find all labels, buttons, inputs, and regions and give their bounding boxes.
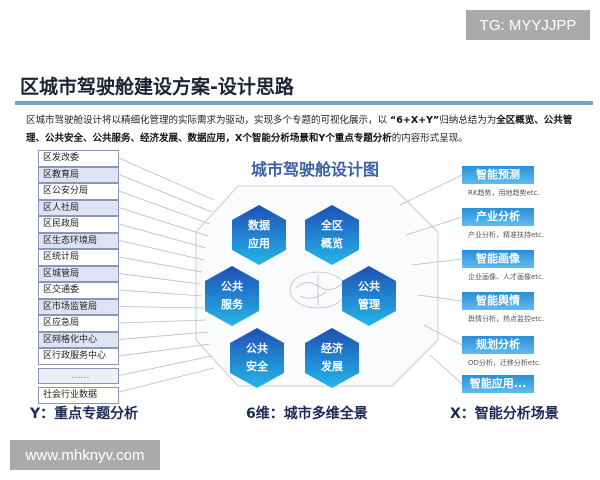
y-label: Y：重点专题分析 (30, 406, 139, 422)
department-item: 区生态环境局 (38, 232, 119, 249)
connector-line (399, 174, 463, 206)
scenario-desc: 舆情分析，热点监控etc. (468, 315, 545, 323)
scenario-label: 智能预测 (462, 166, 534, 184)
scenario-label: 产业分析 (462, 208, 534, 226)
dimension-hex: 经济 发展 (305, 328, 359, 388)
connector-line (118, 289, 203, 297)
scenario-desc: OD分析，迁移分析etc. (468, 359, 542, 367)
page-title: 区城市驾驶舱建设方案-设计思路 (20, 76, 294, 98)
department-item: 区公安分局 (38, 183, 119, 200)
dimension-hex: 公共 服务 (205, 266, 259, 326)
department-item: 区城管局 (38, 265, 119, 282)
department-item: …… (38, 367, 119, 384)
department-item: 区人社局 (38, 199, 119, 216)
connector-line (417, 294, 463, 302)
scenario-desc: 产业分析，精准扶持etc. (468, 231, 545, 239)
x-label: X：智能分析场景 (450, 406, 559, 422)
connector-line (118, 174, 213, 213)
department-item: 区网格化中心 (38, 331, 119, 348)
intro-paragraph: 区城市驾驶舱设计将以精细化管理的实际需求为驱动，实现多个专题的可视化展示，以 “… (26, 115, 573, 144)
connector-line (118, 273, 201, 285)
connector-line (423, 324, 463, 346)
scenario-label: 智能应用... (462, 375, 534, 393)
dimension-hex: 数据 应用 (232, 205, 286, 265)
dimension-hex: 全区 概览 (305, 205, 359, 265)
scenario-desc: 企业画像、人才画像etc. (468, 273, 545, 281)
department-item: 区交通委 (38, 282, 119, 299)
connector-line (411, 258, 463, 266)
connector-line (118, 256, 203, 273)
department-item: 区教育局 (38, 166, 119, 183)
department-list: 区发改委区教育局区公安分局区人社局区民政局区生态环境局区统计局区城管局区交通委区… (38, 150, 119, 404)
department-item: 区统计局 (38, 249, 119, 266)
connector-line (118, 223, 207, 249)
department-item: 区行政服务中心 (38, 348, 119, 365)
connector-line (429, 354, 463, 385)
department-item: 区应急局 (38, 315, 119, 332)
title-divider (15, 101, 593, 105)
connector-line (118, 157, 215, 201)
six-label: 6维：城市多维全景 (246, 406, 368, 422)
diagram-title: 城市驾驶舱设计图 (250, 160, 379, 179)
department-item: 区市场监管局 (38, 298, 119, 315)
connector-line (118, 306, 205, 309)
watermark-top: TG: MYYJJPP (466, 10, 590, 40)
dimension-hex: 公共 管理 (342, 266, 396, 326)
watermark-bottom: www.mhknyv.com (10, 440, 160, 470)
scenario-desc: RK趋势，用地趋势etc. (468, 189, 540, 197)
scenario-label: 规划分析 (462, 336, 534, 354)
department-item: 区民政局 (38, 216, 119, 233)
department-item: 区发改委 (38, 150, 119, 167)
connector-line (118, 190, 211, 225)
connector-line (118, 331, 209, 340)
connector-line (118, 240, 205, 261)
scenario-label: 智能舆情 (462, 292, 534, 310)
connector-line (118, 207, 209, 237)
connector-line (118, 367, 215, 393)
scenario-label: 智能画像 (462, 250, 534, 268)
connector-line (118, 319, 207, 324)
connector-line (118, 343, 211, 357)
department-item: 社会行业数据 (38, 387, 119, 404)
dimension-hex: 公共 安全 (230, 328, 284, 388)
connector-line (405, 216, 463, 236)
connector-line (118, 355, 213, 376)
